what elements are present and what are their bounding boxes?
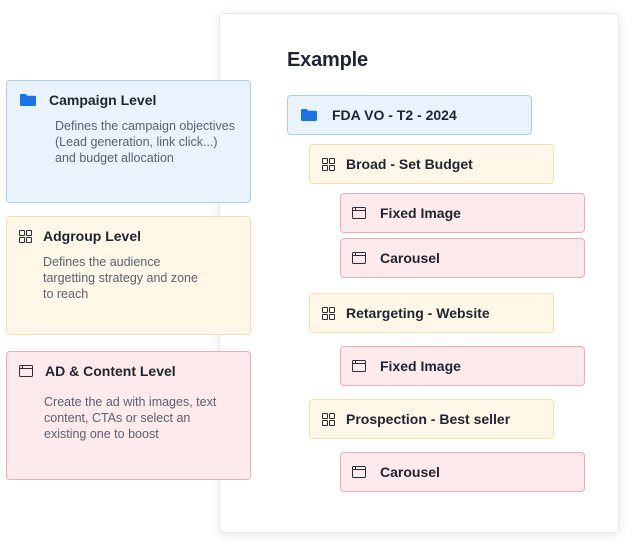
- grid-icon: [322, 413, 335, 426]
- example-adgroup-node: Broad - Set Budget: [309, 144, 554, 184]
- grid-icon: [19, 230, 32, 243]
- example-ad-node: Carousel: [340, 452, 585, 492]
- grid-icon: [322, 307, 335, 320]
- window-icon: [19, 365, 33, 377]
- campaign-level-description: Defines the campaign objectives (Lead ge…: [55, 119, 235, 165]
- example-ad-label: Fixed Image: [380, 205, 461, 221]
- example-adgroup-label: Prospection - Best seller: [346, 411, 511, 427]
- example-ad-node: Fixed Image: [340, 346, 585, 386]
- grid-icon: [322, 158, 335, 171]
- window-icon: [352, 360, 366, 372]
- folder-icon: [19, 93, 37, 107]
- example-title: Example: [287, 49, 368, 71]
- window-icon: [352, 466, 366, 478]
- folder-icon: [300, 108, 318, 122]
- example-ad-label: Carousel: [380, 250, 440, 266]
- example-adgroup-node: Prospection - Best seller: [309, 399, 554, 439]
- example-adgroup-label: Retargeting - Website: [346, 305, 490, 321]
- example-campaign-node: FDA VO - T2 - 2024: [287, 95, 532, 135]
- window-icon: [352, 252, 366, 264]
- adgroup-level-card: Adgroup Level Defines the audience targe…: [6, 216, 251, 335]
- adgroup-level-description: Defines the audience targetting strategy…: [43, 255, 198, 301]
- example-ad-node: Fixed Image: [340, 193, 585, 233]
- ad-content-level-card: AD & Content Level Create the ad with im…: [6, 351, 251, 480]
- example-campaign-label: FDA VO - T2 - 2024: [332, 107, 457, 123]
- example-adgroup-label: Broad - Set Budget: [346, 156, 473, 172]
- campaign-level-title: Campaign Level: [49, 92, 157, 108]
- example-ad-node: Carousel: [340, 238, 585, 278]
- example-adgroup-node: Retargeting - Website: [309, 293, 554, 333]
- campaign-level-card: Campaign Level Defines the campaign obje…: [6, 80, 251, 203]
- ad-content-level-title: AD & Content Level: [45, 363, 176, 379]
- window-icon: [352, 207, 366, 219]
- adgroup-level-title: Adgroup Level: [43, 228, 142, 244]
- example-ad-label: Carousel: [380, 464, 440, 480]
- ad-content-level-description: Create the ad with images, text content,…: [44, 395, 217, 441]
- example-ad-label: Fixed Image: [380, 358, 461, 374]
